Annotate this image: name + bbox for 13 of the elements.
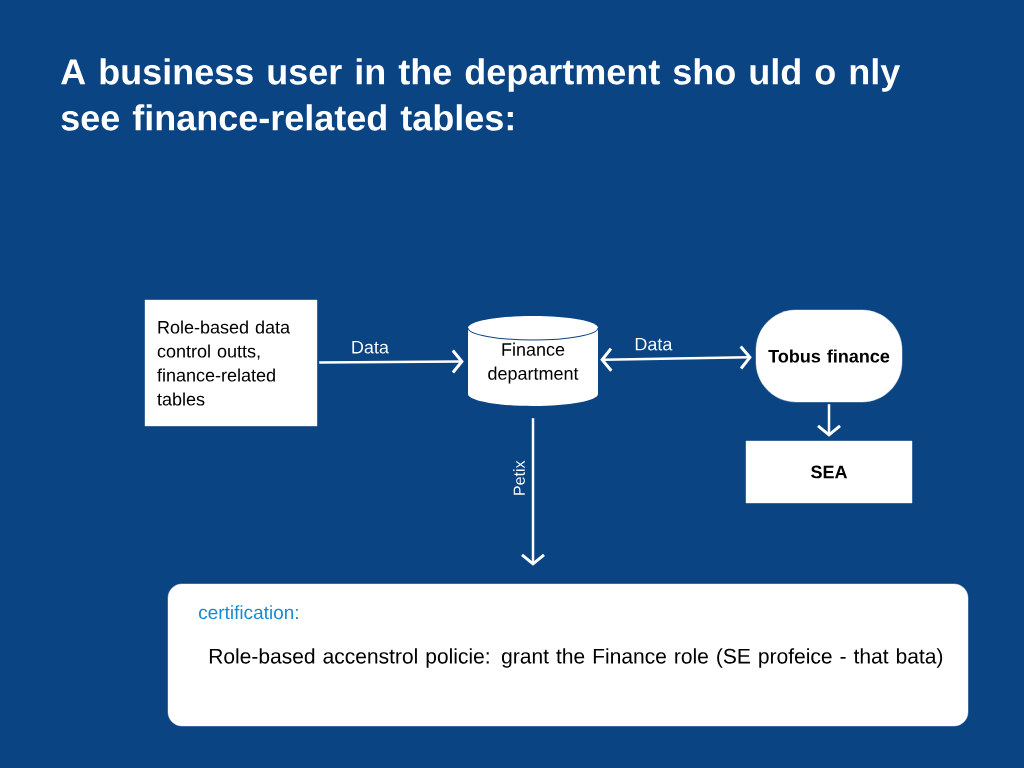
edge-label: Data (352, 341, 389, 354)
edge-label: Petix (513, 460, 525, 495)
edge-label: Data (635, 337, 673, 351)
process-box: SEA (745, 440, 913, 504)
title: A business user in the department sho uld o nly see finance-related tables: (61, 58, 901, 131)
arrow (319, 349, 464, 374)
info-panel: certification: Role-based accenstrol policie: grant the Finance role (SE profeice - that bata) (167, 583, 969, 727)
arrow (817, 404, 841, 437)
arrow (600, 345, 752, 372)
arrow (521, 418, 545, 566)
rounded-box: Tobus finance (755, 309, 903, 403)
database-cylinder: Finance department (467, 316, 599, 406)
process-box: Role-based data control outts, finance-related tables (144, 299, 318, 427)
